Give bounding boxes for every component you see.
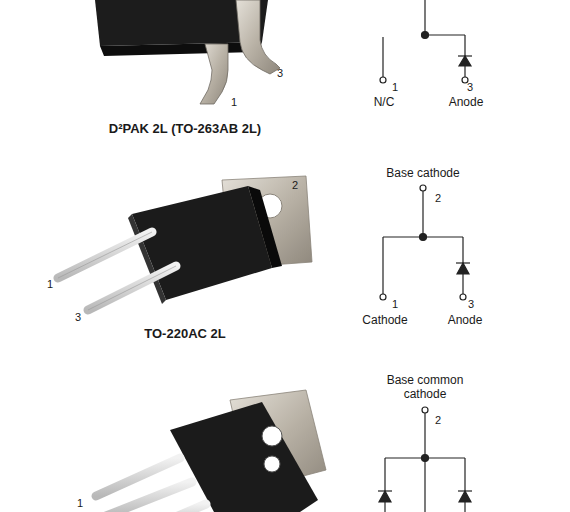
pin-number: 1 (77, 496, 83, 510)
pin-number: 1 (392, 297, 398, 311)
to247-package (96, 390, 326, 512)
pin-number: 1 (231, 95, 237, 109)
pin-number: 3 (75, 310, 81, 324)
d2pak-package (95, 0, 280, 104)
pin-number: 3 (277, 66, 283, 80)
to220-package (58, 176, 312, 310)
pin-number: 3 (468, 297, 474, 311)
diode-schematic (380, 0, 472, 83)
pin-number: 1 (392, 80, 398, 94)
pin-number: 2 (435, 413, 441, 427)
diode-schematic (380, 185, 470, 300)
pin-name: Base common cathode (383, 373, 467, 401)
pin-number: 2 (292, 178, 298, 192)
pin-name: Base cathode (386, 166, 459, 180)
pin-name: Cathode (362, 313, 407, 327)
pin-number: 2 (435, 191, 441, 205)
package-name: TO-220AC 2L (144, 327, 225, 341)
diode-schematic (378, 407, 472, 512)
package-name: D²PAK 2L (TO-263AB 2L) (109, 122, 261, 136)
pin-name: Anode (449, 95, 484, 109)
pin-number: 3 (467, 80, 473, 94)
pin-name: Anode (448, 313, 483, 327)
pin-name: N/C (374, 95, 395, 109)
pin-number: 1 (47, 277, 53, 291)
